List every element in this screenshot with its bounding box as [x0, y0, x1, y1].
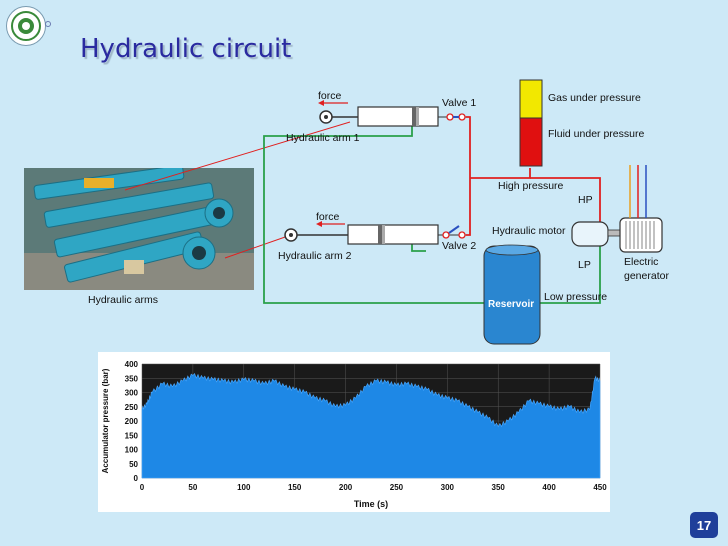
accumulator	[519, 79, 543, 167]
valve-2	[438, 225, 466, 239]
hydraulic-arm-2-label: Hydraulic arm 2	[278, 250, 352, 262]
slide-title: Hydraulic circuit	[80, 34, 292, 64]
pressure-chart: 0 50 100 150 200 250 300 350 400 0 50 100 150 200 250…	[98, 352, 610, 512]
chart-x-axis-label: Time (s)	[354, 499, 388, 509]
valve-1-label: Valve 1	[442, 97, 477, 109]
chart-y-tick-label: 100	[125, 446, 139, 455]
low-pressure-lines	[263, 126, 601, 304]
logo-dot-icon	[45, 21, 51, 27]
high-pressure-lines	[466, 116, 601, 236]
force-label-bottom: force	[316, 211, 340, 223]
pointer-line-arm2	[224, 235, 289, 259]
chart-x-tick-label: 200	[339, 483, 353, 492]
chart-y-tick-label: 50	[129, 460, 138, 469]
lp-label: LP	[578, 259, 591, 271]
chart-y-tick-label: 250	[125, 403, 139, 412]
hydraulic-motor-label: Hydraulic motor	[492, 225, 566, 237]
hp-label: HP	[578, 194, 593, 206]
reservoir-tank	[483, 244, 541, 345]
chart-x-tick-label: 350	[492, 483, 506, 492]
chart-y-tick-label: 300	[125, 389, 139, 398]
force-arrow-2-head-icon	[316, 221, 322, 227]
pointer-line-arm1	[124, 121, 351, 191]
chart-x-tick-label: 300	[441, 483, 455, 492]
chart-x-tick-label: 100	[237, 483, 251, 492]
force-arrow-1-head-icon	[318, 100, 324, 106]
chart-y-tick-label: 200	[125, 417, 139, 426]
electric-generator-label-line2: generator	[624, 270, 669, 282]
chart-x-tick-label: 150	[288, 483, 302, 492]
chart-y-tick-label: 350	[125, 374, 139, 383]
chart-x-tick-label: 0	[140, 483, 145, 492]
page-number-badge: 17	[690, 512, 718, 538]
chart-x-tick-label: 250	[390, 483, 404, 492]
pressure-chart-svg: 0 50 100 150 200 250 300 350 400 0 50 100 150 200 250…	[98, 352, 610, 512]
chart-y-axis-label: Accumulator pressure (bar)	[101, 368, 110, 473]
logo	[6, 6, 46, 46]
chart-y-tick-label: 0	[134, 474, 139, 483]
logo-emblem-icon	[11, 11, 41, 41]
gas-label: Gas under pressure	[548, 92, 641, 104]
reservoir-label: Reservoir	[488, 299, 535, 310]
high-pressure-label: High pressure	[498, 180, 564, 192]
chart-x-tick-label: 400	[542, 483, 556, 492]
electric-generator-label-line1: Electric	[624, 256, 659, 268]
hydraulic-motor	[571, 221, 621, 247]
valve-2-label: Valve 2	[442, 240, 477, 252]
chart-y-tick-label: 150	[125, 431, 139, 440]
low-pressure-label: Low pressure	[544, 291, 608, 303]
fluid-label: Fluid under pressure	[548, 128, 645, 140]
pressure-series-area	[141, 373, 601, 479]
chart-x-tick-label: 450	[593, 483, 607, 492]
force-label-top: force	[318, 90, 342, 102]
photo-caption: Hydraulic arms	[88, 294, 159, 306]
hydraulic-arm-2	[284, 224, 439, 245]
hydraulic-arms-photo	[24, 168, 254, 290]
hydraulic-arm-1	[319, 106, 439, 127]
electric-generator	[619, 165, 663, 253]
chart-y-tick-label: 400	[125, 360, 139, 369]
valve-1	[438, 113, 466, 121]
hydraulic-arm-1-label: Hydraulic arm 1	[286, 132, 360, 144]
chart-x-tick-label: 50	[188, 483, 197, 492]
